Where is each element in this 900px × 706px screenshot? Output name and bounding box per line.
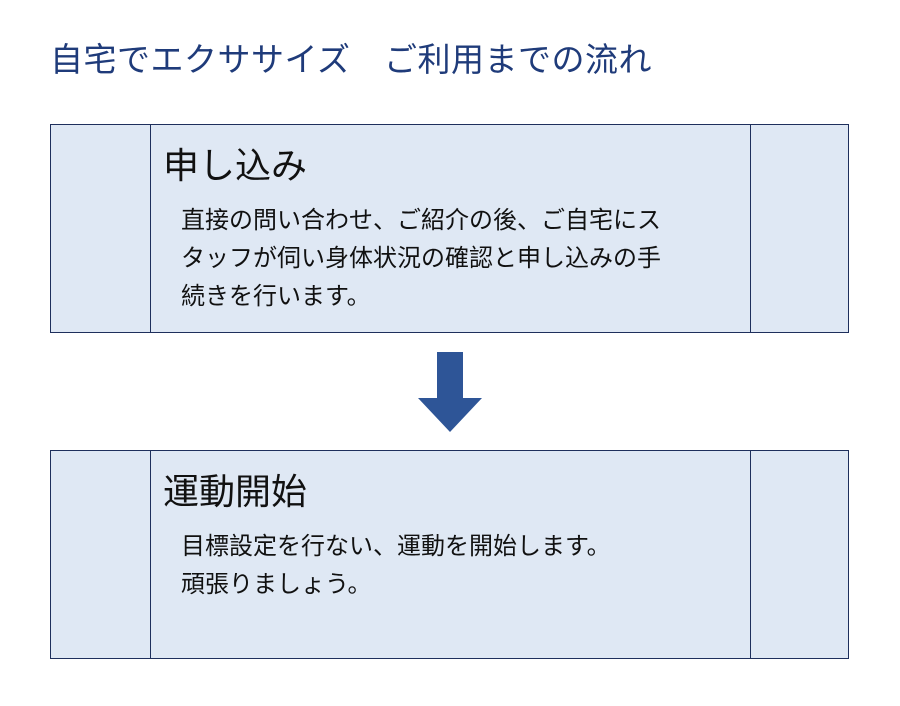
step-title: 申し込み [163, 146, 308, 187]
step-description-line: 頑張りましょう。 [181, 570, 372, 598]
step-description-line: 続きを行います。 [181, 282, 371, 310]
step-description-line: 目標設定を行ない、運動を開始します。 [181, 532, 611, 560]
box-divider-left [150, 451, 151, 658]
step-box-application: 申し込み 直接の問い合わせ、ご紹介の後、ご自宅にス タッフが伺い身体状況の確認と… [50, 124, 849, 333]
step-description-line: 直接の問い合わせ、ご紹介の後、ご自宅にス [181, 206, 661, 234]
down-arrow-icon [418, 352, 482, 432]
box-divider-right [750, 125, 751, 332]
step-title: 運動開始 [163, 472, 308, 513]
box-divider-left [150, 125, 151, 332]
page-title: 自宅でエクササイズ ご利用までの流れ [50, 40, 653, 79]
step-description-line: タッフが伺い身体状況の確認と申し込みの手 [181, 244, 661, 272]
step-box-start-exercise: 運動開始 目標設定を行ない、運動を開始します。 頑張りましょう。 [50, 450, 849, 659]
step-description: 直接の問い合わせ、ご紹介の後、ご自宅にス タッフが伺い身体状況の確認と申し込みの… [181, 201, 741, 315]
box-divider-right [750, 451, 751, 658]
step-description: 目標設定を行ない、運動を開始します。 頑張りましょう。 [181, 527, 741, 603]
